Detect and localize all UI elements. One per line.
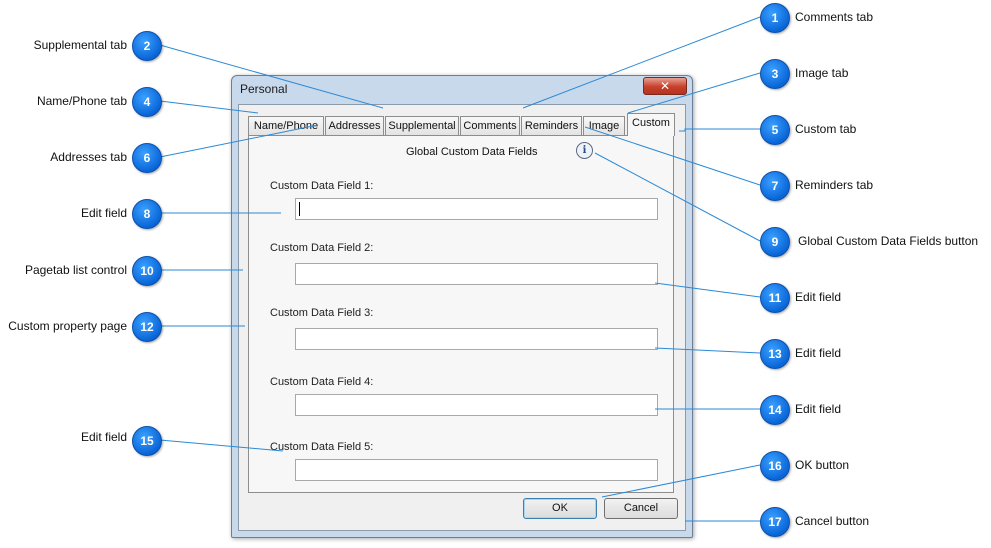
callout-label-9: Global Custom Data Fields button — [798, 234, 979, 248]
close-button[interactable]: ✕ — [643, 77, 687, 95]
personal-dialog: Personal ✕ Name/Phone Addresses Suppleme… — [231, 75, 693, 538]
callout-label-7: Reminders tab — [795, 178, 874, 192]
custom-field-2-input[interactable] — [295, 263, 658, 285]
callout-badge-3: 3 — [760, 59, 790, 89]
callout-badge-17: 17 — [760, 507, 790, 537]
callout-badge-4: 4 — [132, 87, 162, 117]
text-caret — [299, 202, 300, 216]
custom-field-3-input[interactable] — [295, 328, 658, 350]
callout-label-13: Edit field — [795, 346, 842, 360]
tab-image[interactable]: Image — [583, 116, 625, 135]
tab-supplemental[interactable]: Supplemental — [385, 116, 459, 135]
custom-field-5-input[interactable] — [295, 459, 658, 481]
field-label-4: Custom Data Field 4: — [270, 376, 374, 388]
ok-button[interactable]: OK — [523, 498, 597, 519]
callout-badge-16: 16 — [760, 451, 790, 481]
callout-label-2: Supplemental tab — [33, 38, 127, 52]
tab-reminders[interactable]: Reminders — [521, 116, 582, 135]
field-label-3: Custom Data Field 3: — [270, 307, 374, 319]
callout-label-4: Name/Phone tab — [36, 94, 127, 108]
callout-label-16: OK button — [795, 458, 850, 472]
tab-comments[interactable]: Comments — [460, 116, 520, 135]
callout-badge-9: 9 — [760, 227, 790, 257]
callout-badge-6: 6 — [132, 143, 162, 173]
window-title: Personal — [240, 82, 288, 96]
callout-badge-8: 8 — [132, 199, 162, 229]
tab-addresses[interactable]: Addresses — [325, 116, 384, 135]
callout-label-6: Addresses tab — [50, 150, 127, 164]
callout-label-1: Comments tab — [795, 10, 874, 24]
callout-label-3: Image tab — [795, 66, 849, 80]
page-title: Global Custom Data Fields — [406, 146, 538, 158]
cancel-button[interactable]: Cancel — [604, 498, 678, 519]
custom-field-4-input[interactable] — [295, 394, 658, 416]
callout-label-15: Edit field — [80, 430, 127, 444]
callout-label-10: Pagetab list control — [24, 263, 127, 277]
callout-badge-14: 14 — [760, 395, 790, 425]
callout-label-14: Edit field — [795, 402, 842, 416]
callout-label-12: Custom property page — [8, 319, 127, 333]
callout-label-17: Cancel button — [795, 514, 870, 528]
callout-badge-11: 11 — [760, 283, 790, 313]
callout-badge-13: 13 — [760, 339, 790, 369]
custom-property-page: Global Custom Data Fields i Custom Data … — [248, 135, 674, 493]
callout-badge-10: 10 — [132, 256, 162, 286]
callout-label-11: Edit field — [795, 290, 842, 304]
callout-badge-5: 5 — [760, 115, 790, 145]
dialog-client-area: Name/Phone Addresses Supplemental Commen… — [238, 104, 686, 531]
callout-label-8: Edit field — [80, 206, 127, 220]
callout-badge-1: 1 — [760, 3, 790, 33]
tab-custom[interactable]: Custom — [627, 113, 675, 136]
callout-label-5: Custom tab — [795, 122, 857, 136]
callout-badge-15: 15 — [132, 426, 162, 456]
field-label-2: Custom Data Field 2: — [270, 242, 374, 254]
info-icon[interactable]: i — [576, 142, 593, 159]
tab-name-phone[interactable]: Name/Phone — [248, 116, 324, 135]
callout-badge-7: 7 — [760, 171, 790, 201]
field-label-5: Custom Data Field 5: — [270, 441, 374, 453]
callout-badge-2: 2 — [132, 31, 162, 61]
custom-field-1-input[interactable] — [295, 198, 658, 220]
field-label-1: Custom Data Field 1: — [270, 180, 374, 192]
callout-badge-12: 12 — [132, 312, 162, 342]
